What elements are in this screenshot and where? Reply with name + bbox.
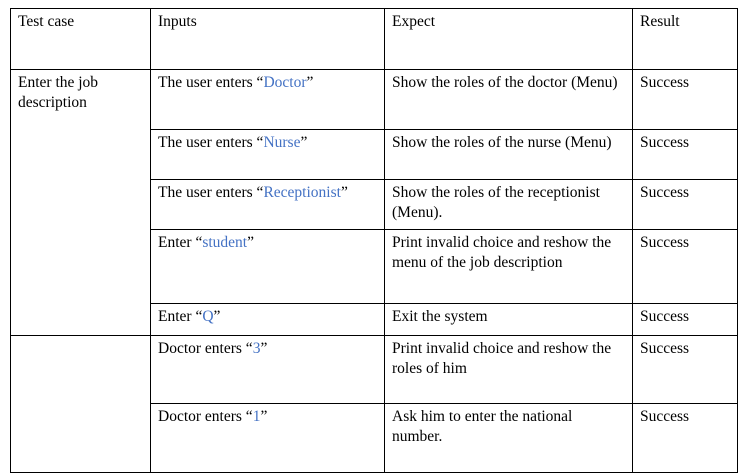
column-header-result: Result xyxy=(632,8,738,70)
table-row: Doctor enters “3” Print invalid choice a… xyxy=(10,335,738,473)
input-text-suffix: ” xyxy=(213,308,221,325)
input-highlight-value: Nurse xyxy=(263,134,301,151)
result-cell: Success xyxy=(632,179,738,230)
expect-cell: Exit the system xyxy=(384,303,633,336)
input-text-prefix: Doctor enters “ xyxy=(158,408,253,425)
input-highlight-value: Q xyxy=(202,308,214,325)
input-cell: The user enters “Receptionist” xyxy=(150,179,385,230)
input-cell: The user enters “Doctor” xyxy=(150,69,385,130)
group-label-empty xyxy=(10,335,151,473)
input-text-prefix: Enter “ xyxy=(158,234,203,251)
input-highlight-value: Receptionist xyxy=(263,184,341,201)
input-cell: Enter “Q” xyxy=(150,303,385,336)
expect-cell: Show the roles of the doctor (Menu) xyxy=(384,69,633,130)
input-cell: The user enters “Nurse” xyxy=(150,129,385,180)
input-text-suffix: ” xyxy=(260,340,268,357)
test-case-table: Test case Inputs Expect Result Enter the… xyxy=(10,8,738,473)
expect-cell: Show the roles of the receptionist (Menu… xyxy=(384,179,633,230)
input-highlight-value: 3 xyxy=(252,340,261,357)
input-cell: Doctor enters “1” xyxy=(150,403,385,473)
input-text-suffix: ” xyxy=(340,184,348,201)
input-text-suffix: ” xyxy=(260,408,268,425)
result-cell: Success xyxy=(632,335,738,404)
input-text-prefix: Doctor enters “ xyxy=(158,340,253,357)
expect-cell: Show the roles of the nurse (Menu) xyxy=(384,129,633,180)
table-header-row: Test case Inputs Expect Result xyxy=(10,8,738,70)
input-text-prefix: Enter “ xyxy=(158,308,203,325)
result-cell: Success xyxy=(632,403,738,473)
result-cell: Success xyxy=(632,229,738,304)
table-row: The user enters “Nurse” Show the roles o… xyxy=(11,129,738,180)
input-text-prefix: The user enters “ xyxy=(158,134,264,151)
expect-cell: Ask him to enter the national number. xyxy=(384,403,633,473)
result-cell: Success xyxy=(632,129,738,180)
input-highlight-value: student xyxy=(202,234,248,251)
expect-cell: Print invalid choice and reshow the menu… xyxy=(384,229,633,304)
column-header-test-case: Test case xyxy=(10,8,151,70)
result-cell: Success xyxy=(632,69,738,130)
table-row: The user enters “Receptionist” Show the … xyxy=(11,179,738,230)
input-text-prefix: The user enters “ xyxy=(158,184,264,201)
input-cell: Doctor enters “3” xyxy=(150,335,385,404)
table-row: Enter “Q” Exit the system Success xyxy=(11,303,738,336)
input-highlight-value: Doctor xyxy=(263,74,307,91)
table-row: Enter the job description The user enter… xyxy=(10,69,738,336)
input-text-suffix: ” xyxy=(306,74,314,91)
document-page: Test case Inputs Expect Result Enter the… xyxy=(10,8,738,473)
expect-cell: Print invalid choice and reshow the role… xyxy=(384,335,633,404)
input-text-suffix: ” xyxy=(247,234,254,251)
input-cell: Enter “student” xyxy=(150,229,385,304)
column-header-inputs: Inputs xyxy=(150,8,385,70)
column-header-expect: Expect xyxy=(384,8,633,70)
input-text-prefix: The user enters “ xyxy=(158,74,264,91)
result-cell: Success xyxy=(632,303,738,336)
group-label-job-description: Enter the job description xyxy=(10,69,151,336)
input-text-suffix: ” xyxy=(300,134,308,151)
input-highlight-value: 1 xyxy=(252,408,261,425)
